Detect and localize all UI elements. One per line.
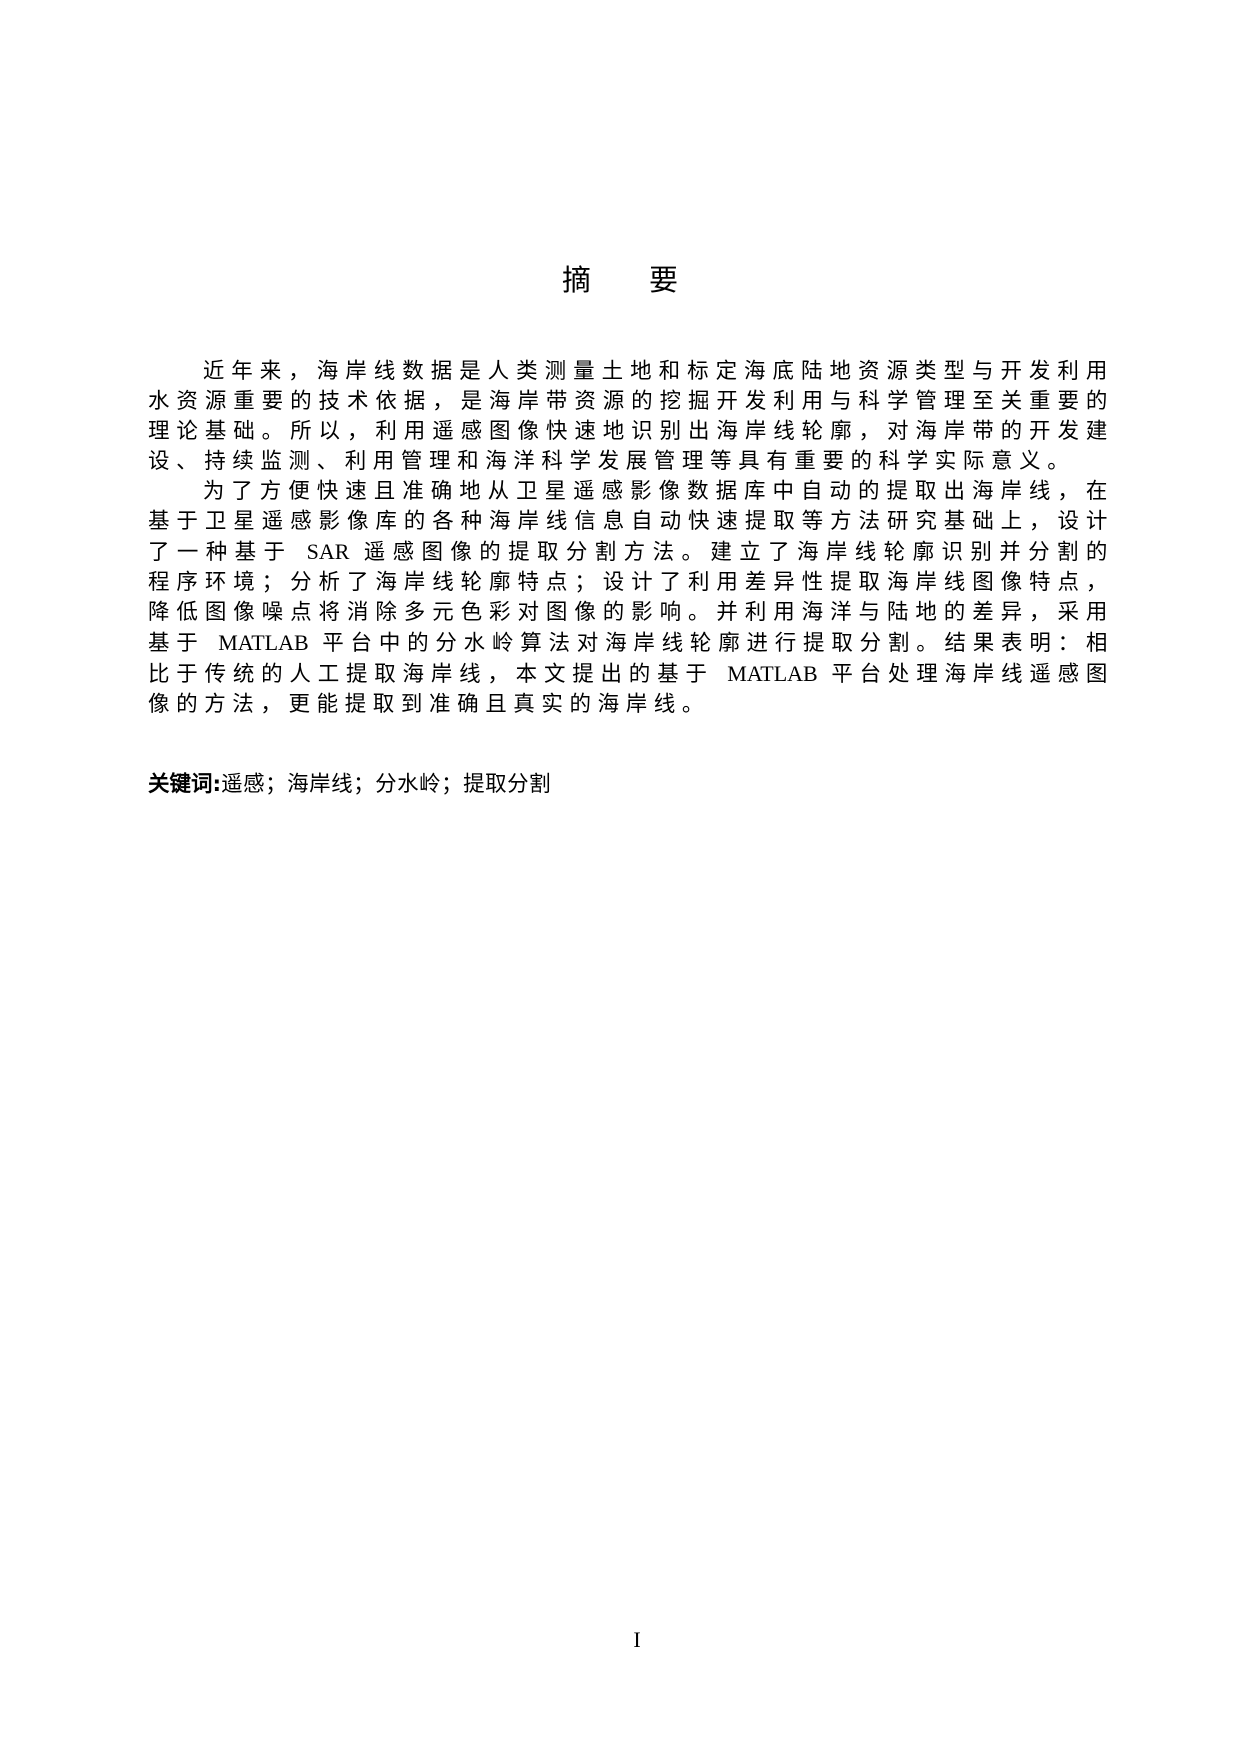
paragraph-text: 为了方便快速且准确地从卫星遥感影像数据库中自动的提取出海岸线，在基于卫星遥感影像… (148, 479, 1114, 565)
abstract-title-char-2: 要 (649, 263, 679, 297)
paragraph-text: 近年来，海岸线数据是人类测量土地和标定海底陆地资源类型与开发利用水资源重要的技术… (148, 359, 1114, 474)
abstract-title-char-1: 摘 (561, 263, 591, 297)
paragraph-text: 平台处理海岸线遥感图像的方法，更能提取到准确且真实的海岸线。 (148, 662, 1114, 717)
abstract-title: 摘要 (0, 262, 1240, 298)
keywords-values: 遥感；海岸线；分水岭；提取分割 (221, 772, 552, 797)
keywords-label: 关键词: (148, 772, 222, 797)
abstract-paragraph-2: 为了方便快速且准确地从卫星遥感影像数据库中自动的提取出海岸线，在基于卫星遥感影像… (148, 477, 1114, 720)
keywords-line: 关键词:遥感；海岸线；分水岭；提取分割 (148, 770, 551, 800)
page-number: I (633, 1627, 641, 1652)
term-matlab: MATLAB (218, 630, 309, 655)
paragraph-text: 遥感图像的提取分割方法。建立了海岸线轮廓识别并分割的程序环境；分析了海岸线轮廓特… (148, 540, 1114, 656)
abstract-body: 近年来，海岸线数据是人类测量土地和标定海底陆地资源类型与开发利用水资源重要的技术… (148, 357, 1114, 720)
term-sar: SAR (306, 539, 350, 564)
paragraph-text: 平台中的分水岭算法对海岸线轮廓进行提取分割。结果表明：相比于传统的人工提取海岸线… (148, 631, 1114, 687)
abstract-paragraph-1: 近年来，海岸线数据是人类测量土地和标定海底陆地资源类型与开发利用水资源重要的技术… (148, 357, 1114, 477)
term-matlab: MATLAB (727, 661, 818, 686)
